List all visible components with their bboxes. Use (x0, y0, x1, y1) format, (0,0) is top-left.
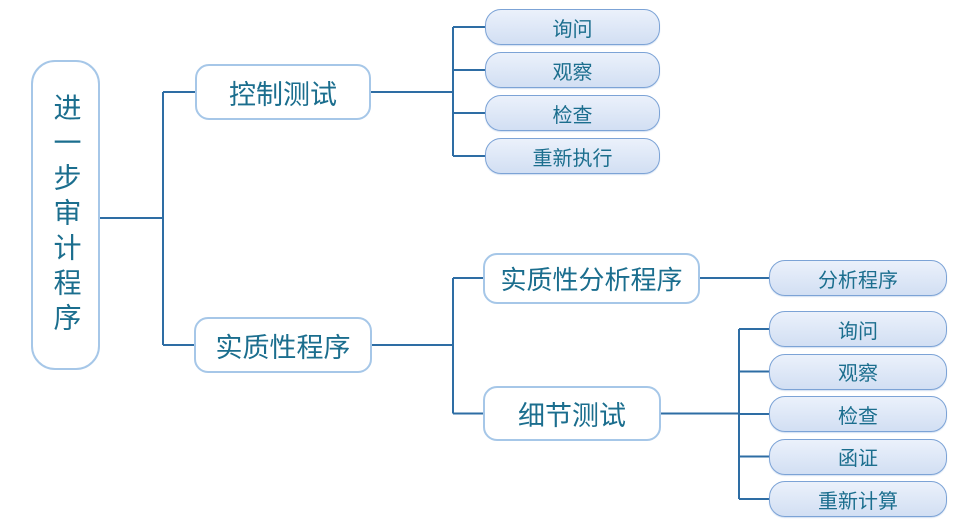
leaf-details-observation[interactable]: 观察 (769, 353, 947, 390)
leaf-label: 重新计算 (818, 488, 898, 513)
leaf-details-inquiry[interactable]: 询问 (769, 311, 947, 347)
node-tests-of-details[interactable]: 细节测试 (483, 386, 661, 441)
leaf-control-reperformance[interactable]: 重新执行 (485, 138, 660, 174)
leaf-label: 询问 (552, 16, 593, 41)
leaf-control-observation[interactable]: 观察 (485, 52, 660, 88)
node-substantive-analytical-procedures[interactable]: 实质性分析程序 (483, 253, 700, 304)
leaf-label: 观察 (838, 361, 878, 385)
node-root-further-audit-procedures[interactable]: 进一步审计程序 (31, 60, 100, 370)
leaf-control-inspection[interactable]: 检查 (485, 95, 660, 131)
leaf-label: 检查 (838, 403, 878, 428)
leaf-label: 询问 (838, 318, 878, 343)
leaf-details-recalculation[interactable]: 重新计算 (769, 481, 947, 517)
leaf-label: 分析程序 (818, 267, 898, 292)
node-details-label: 细节测试 (518, 401, 626, 432)
node-analytical-label: 实质性分析程序 (500, 266, 683, 296)
node-control-tests[interactable]: 控制测试 (195, 64, 371, 120)
leaf-label: 重新执行 (532, 145, 613, 170)
node-control-tests-label: 控制测试 (229, 79, 337, 111)
leaf-label: 检查 (552, 102, 593, 127)
leaf-details-inspection[interactable]: 检查 (769, 396, 947, 432)
leaf-label: 观察 (552, 59, 593, 84)
leaf-details-confirmation[interactable]: 函证 (769, 438, 947, 475)
leaf-control-inquiry[interactable]: 询问 (485, 9, 660, 45)
node-substantive-label: 实质性程序 (215, 332, 351, 364)
node-root-label: 进一步审计程序 (49, 92, 83, 338)
leaf-label: 函证 (838, 446, 878, 470)
leaf-analytical-procedures[interactable]: 分析程序 (769, 260, 947, 296)
node-substantive-procedures[interactable]: 实质性程序 (194, 317, 372, 373)
